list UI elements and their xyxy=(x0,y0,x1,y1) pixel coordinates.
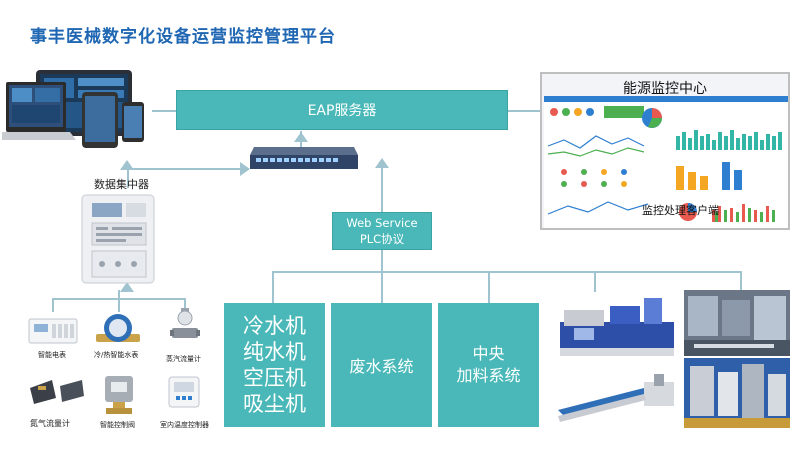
network-switch-icon xyxy=(250,147,358,169)
utility-equipment-box: 冷水机 纯水机 空压机 吸尘机 xyxy=(224,303,325,427)
device-label-nitrogen-flowmeter: 氮气流量计 xyxy=(30,419,70,428)
laptop-tablet-phone-icon xyxy=(2,70,144,148)
dashboard-preview-icon xyxy=(544,96,788,228)
connector-concentrator-up xyxy=(127,168,129,188)
connector-meter2 xyxy=(118,298,120,312)
energy-center-dashboard: 能源监控中心 监控处理客户端 xyxy=(540,72,790,230)
nitrogen-flowmeter-icon xyxy=(30,380,84,404)
connector-bus-utility xyxy=(272,271,274,303)
page-title: 事丰医械数字化设备运营监控管理平台 xyxy=(30,27,336,47)
connector-meter1 xyxy=(52,298,54,312)
connector-laptop-eap xyxy=(152,110,176,112)
system-feeding-line1: 中央 xyxy=(472,344,505,363)
connector-concentrator-switch xyxy=(127,168,249,170)
device-label-water-meter: 冷/热智能水表 xyxy=(94,351,139,359)
device-label-electric-meter: 智能电表 xyxy=(38,351,66,359)
system-chiller: 冷水机 xyxy=(243,314,306,338)
arrow-up-icon xyxy=(120,160,134,170)
connector-bus xyxy=(272,271,740,273)
system-feeding-line2: 加料系统 xyxy=(456,366,521,385)
arrow-up-icon xyxy=(120,282,134,292)
eap-server-box: EAP服务器 xyxy=(176,90,508,130)
extrusion-line-icon xyxy=(554,370,682,430)
connector-bus-wastewater xyxy=(381,271,383,303)
data-concentrator-label: 数据集中器 xyxy=(94,178,149,191)
connector-bus-machines xyxy=(594,271,596,293)
connector-bus-photos xyxy=(740,271,742,293)
automation-machine-photo-icon xyxy=(684,358,790,428)
plc-protocol-label: PLC协议 xyxy=(359,232,405,246)
monitoring-client-label: 监控处理客户端 xyxy=(642,204,719,217)
system-vacuum: 吸尘机 xyxy=(243,392,306,416)
web-service-label: Web Service xyxy=(346,216,418,230)
smart-meter-icon xyxy=(28,318,78,344)
system-pure-water: 纯水机 xyxy=(243,340,306,364)
thermostat-icon xyxy=(168,376,200,408)
connector-switch-ws xyxy=(381,160,383,212)
smart-valve-icon xyxy=(105,376,133,414)
data-concentrator-icon xyxy=(81,194,155,284)
injection-molding-machine-icon xyxy=(554,292,682,368)
assembly-line-photo-icon xyxy=(684,290,790,356)
device-label-smart-valve: 智能控制阀 xyxy=(100,421,135,429)
arrow-up-icon xyxy=(375,158,389,168)
connector-meter3 xyxy=(184,298,186,312)
connector-bus-feeding xyxy=(488,271,490,303)
steam-flowmeter-icon xyxy=(170,308,200,338)
connector-ws-down xyxy=(381,250,383,272)
central-feeding-system-box: 中央 加料系统 xyxy=(438,303,539,427)
energy-center-title: 能源监控中心 xyxy=(623,81,707,97)
wastewater-system-box: 废水系统 xyxy=(331,303,432,427)
system-wastewater: 废水系统 xyxy=(349,357,414,376)
connector-eap-center xyxy=(508,110,540,112)
arrow-up-icon xyxy=(294,132,308,142)
device-label-steam-flowmeter: 蒸汽流量计 xyxy=(166,355,201,363)
device-label-thermostat: 室内温度控制器 xyxy=(160,421,209,429)
water-meter-icon xyxy=(96,314,140,342)
system-air-compressor: 空压机 xyxy=(243,366,306,390)
web-service-plc-box: Web Service PLC协议 xyxy=(332,212,432,250)
eap-server-label: EAP服务器 xyxy=(307,103,377,119)
arrow-right-icon xyxy=(240,162,250,176)
connector-meters-up xyxy=(118,290,120,300)
